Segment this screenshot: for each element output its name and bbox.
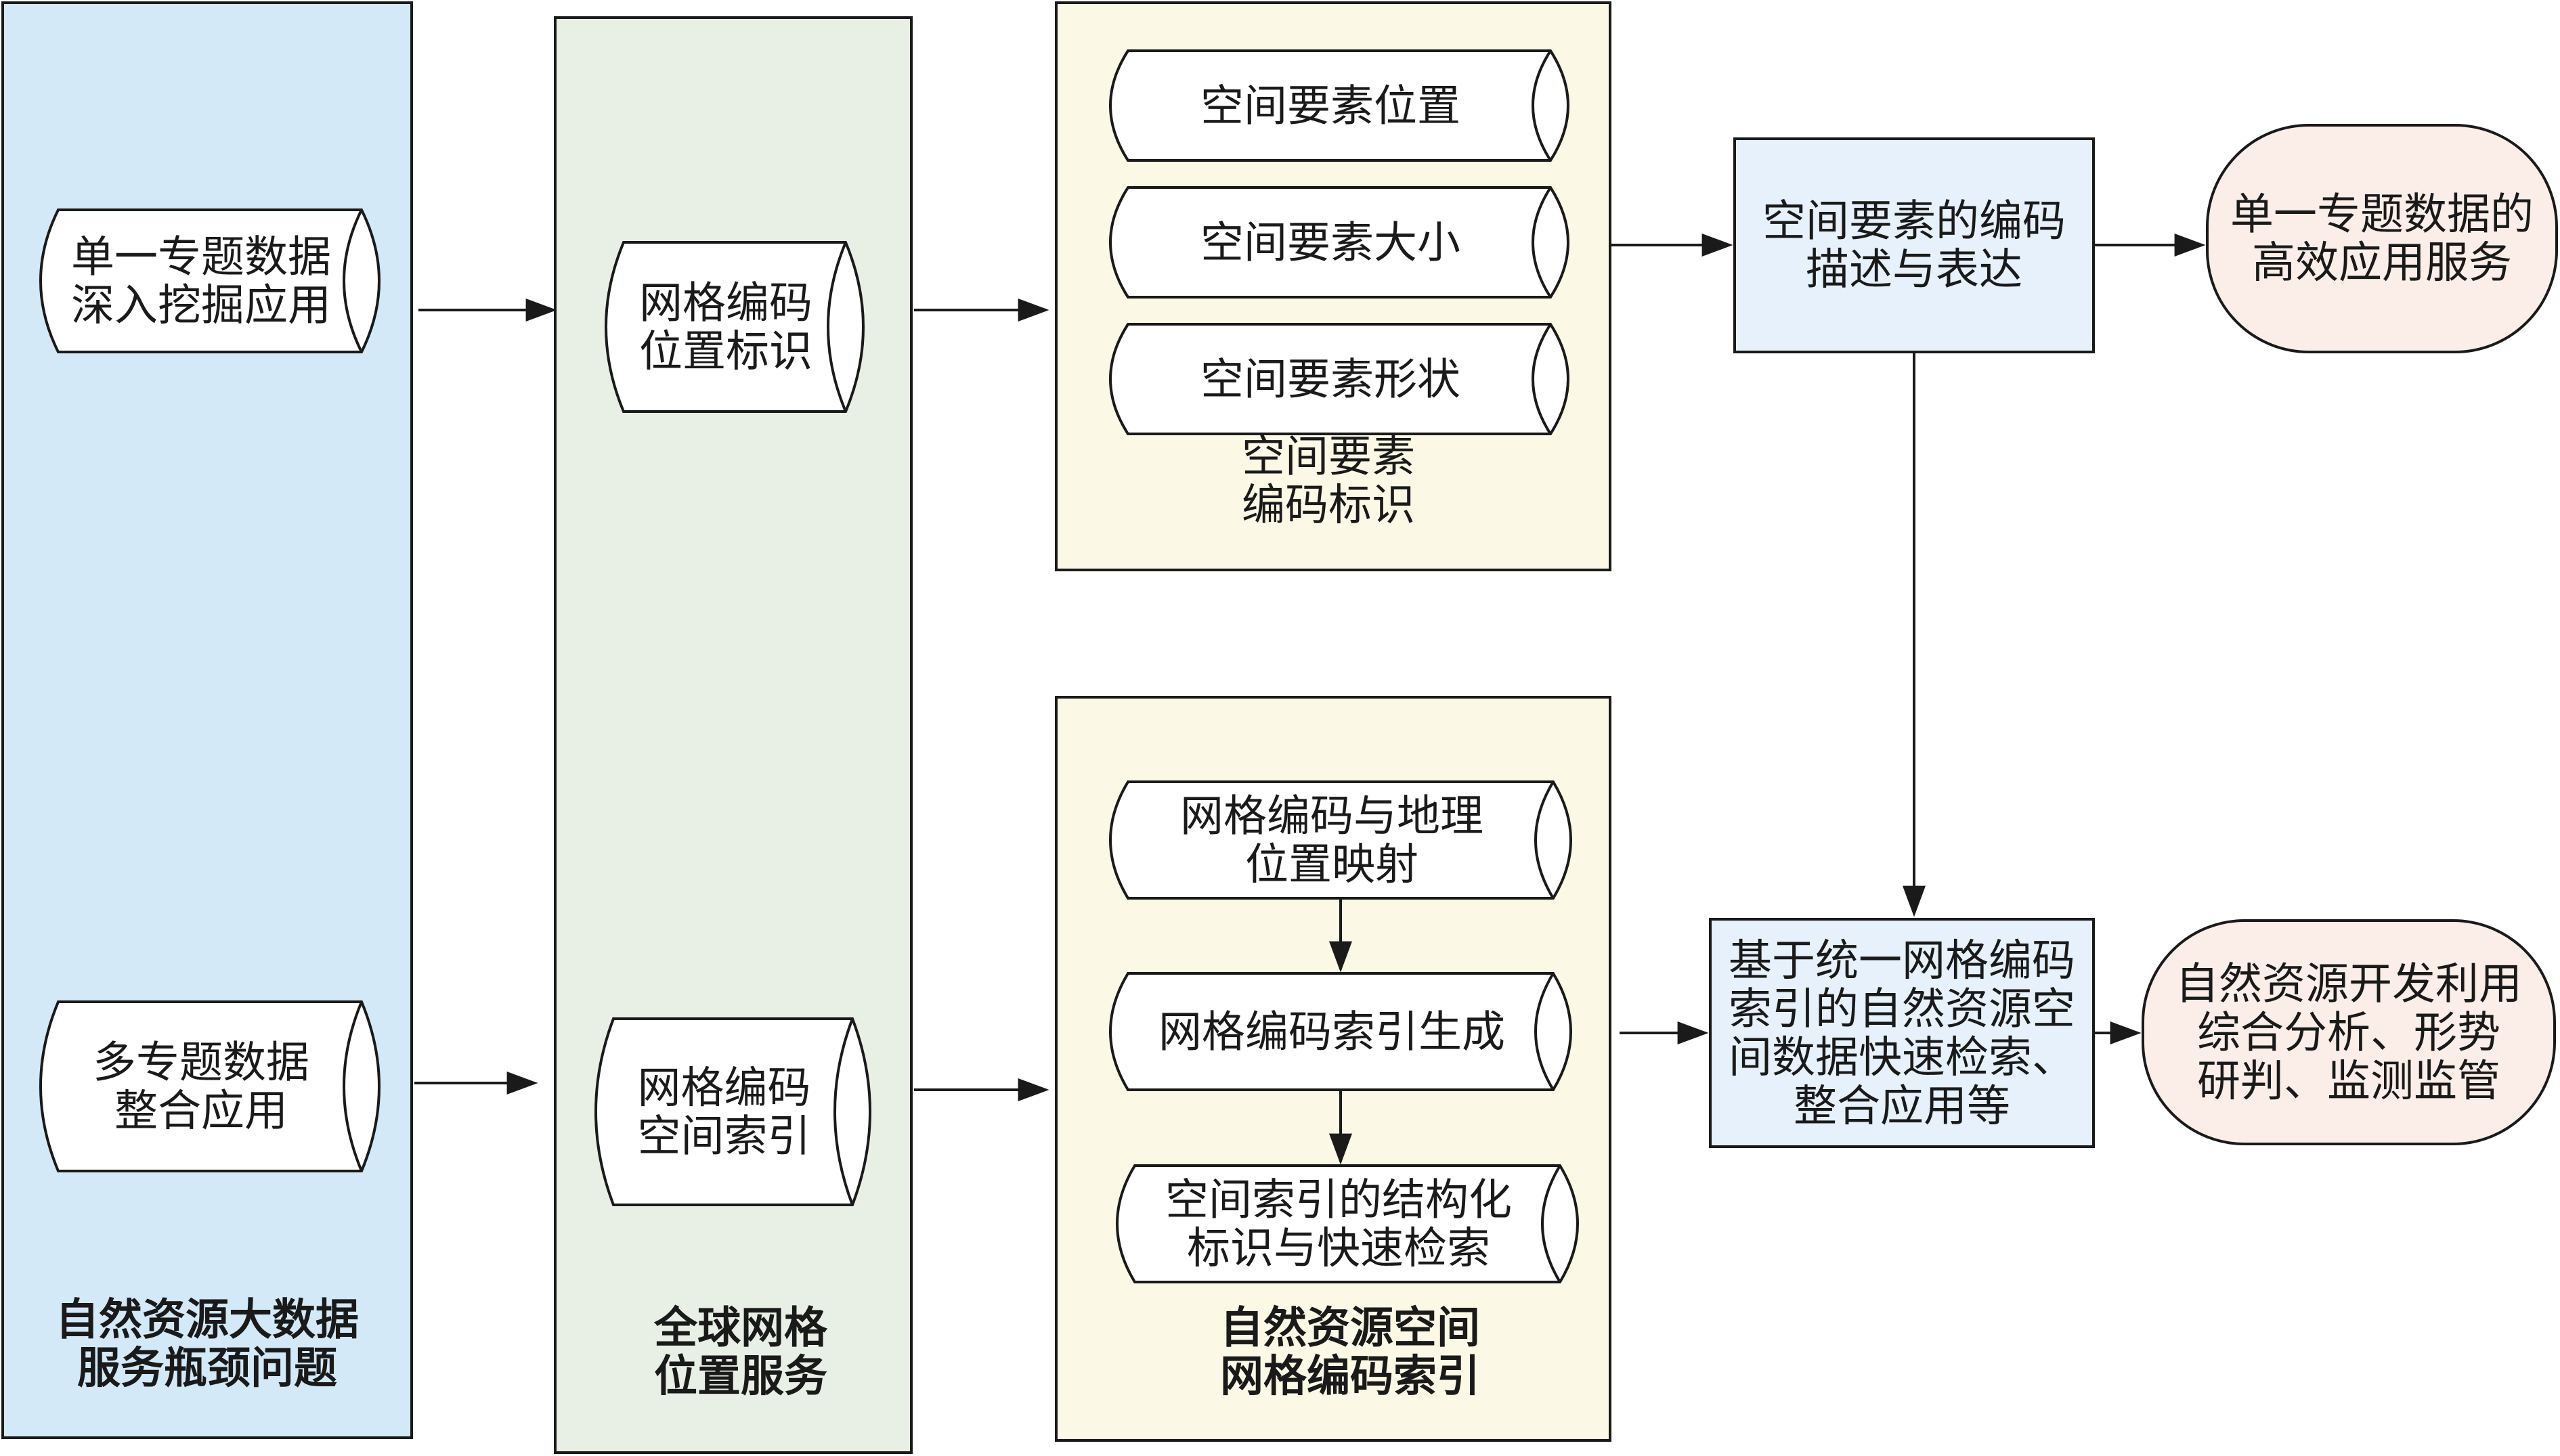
- text-line: 单一专题数据的: [2230, 190, 2534, 240]
- scroll-edge: [1532, 186, 1552, 299]
- panel-global-grid: [554, 16, 913, 1454]
- svg-text:空间要素形状: 空间要素形状: [1200, 355, 1460, 405]
- text-line: 网格编码: [638, 1063, 811, 1113]
- scroll-edge: [1534, 972, 1555, 1091]
- text-line: 自然资源开发利用: [2175, 960, 2522, 1010]
- svg-text:空间索引的结构化标识与快速检索: 空间索引的结构化标识与快速检索: [1165, 1176, 1512, 1275]
- scroll-edge: [1534, 780, 1555, 900]
- text-line: 间数据快速检索、: [1729, 1033, 2075, 1083]
- node-feature-size: 空间要素大小: [1109, 186, 1569, 299]
- text-line: 网格编码索引生成: [1158, 1007, 1505, 1057]
- node-unified-index-retrieval: 基于统一网格编码索引的自然资源空间数据快速检索、整合应用等: [1729, 936, 2075, 1132]
- node-encoding-description: 空间要素的编码描述与表达: [1762, 197, 2066, 296]
- text-line: 基于统一网格编码: [1729, 936, 2075, 986]
- panel-label-bottleneck: 自然资源大数据服务瓶颈问题: [56, 1296, 359, 1394]
- text-line: 空间要素形状: [1200, 355, 1460, 405]
- svg-text:网格编码位置标识: 网格编码位置标识: [639, 279, 812, 378]
- text-line: 空间要素的编码: [1762, 197, 2066, 247]
- node-single-topic-service: 单一专题数据的高效应用服务: [2230, 190, 2534, 289]
- text-line: 空间索引的结构化: [1165, 1176, 1512, 1226]
- panel-label-global-grid: 全球网格位置服务: [653, 1304, 828, 1403]
- svg-text:多专题数据整合应用: 多专题数据整合应用: [93, 1038, 309, 1137]
- text-line: 位置服务: [654, 1352, 827, 1402]
- scroll-edge: [343, 1001, 363, 1172]
- text-line: 全球网格: [653, 1304, 828, 1354]
- text-line: 空间索引: [638, 1112, 811, 1162]
- svg-text:网格编码索引生成: 网格编码索引生成: [1158, 1007, 1505, 1057]
- panel-label-feature-encoding: 空间要素编码标识: [1242, 433, 1415, 531]
- text-line: 空间要素大小: [1200, 218, 1460, 268]
- text-line: 网格编码索引: [1220, 1352, 1480, 1402]
- text-line: 服务瓶颈问题: [77, 1344, 337, 1394]
- node-single-topic-service-box: [2206, 124, 2558, 353]
- scroll-edge: [827, 242, 847, 412]
- node-resource-analysis-box: [2142, 919, 2556, 1145]
- text-line: 网格编码: [639, 279, 812, 329]
- text-line: 单一专题数据: [71, 233, 331, 283]
- text-line: 研判、监测监管: [2197, 1057, 2500, 1107]
- node-unified-index-retrieval-box: [1709, 918, 2095, 1148]
- scroll-edge: [1541, 1164, 1561, 1283]
- node-grid-spatial-index: 网格编码空间索引: [594, 1017, 871, 1206]
- node-multi-topic-integration: 多专题数据整合应用: [39, 1000, 381, 1172]
- node-grid-location-id: 网格编码位置标识: [605, 241, 865, 413]
- text-line: 网格编码与地理: [1180, 792, 1483, 842]
- scroll-edge: [1532, 49, 1552, 162]
- text-line: 位置标识: [639, 327, 812, 377]
- text-line: 自然资源大数据: [56, 1296, 359, 1346]
- text-line: 深入挖掘应用: [71, 281, 331, 331]
- svg-text:单一专题数据深入挖掘应用: 单一专题数据深入挖掘应用: [71, 233, 331, 332]
- text-line: 综合分析、形势: [2197, 1008, 2500, 1058]
- node-feature-shape: 空间要素形状: [1109, 323, 1569, 435]
- svg-text:空间要素位置: 空间要素位置: [1200, 81, 1460, 131]
- text-line: 空间要素位置: [1200, 81, 1460, 131]
- text-line: 高效应用服务: [2252, 238, 2512, 288]
- text-line: 标识与快速检索: [1187, 1224, 1490, 1274]
- text-line: 空间要素: [1242, 433, 1415, 483]
- text-line: 索引的自然资源空: [1729, 985, 2075, 1035]
- svg-text:网格编码与地理位置映射: 网格编码与地理位置映射: [1180, 792, 1483, 891]
- node-single-topic-mining: 单一专题数据深入挖掘应用: [39, 208, 381, 353]
- text-line: 位置映射: [1245, 840, 1418, 890]
- node-feature-position: 空间要素位置: [1109, 49, 1569, 162]
- text-line: 编码标识: [1242, 481, 1415, 531]
- node-resource-analysis: 自然资源开发利用综合分析、形势研判、监测监管: [2175, 960, 2522, 1107]
- svg-text:空间要素大小: 空间要素大小: [1200, 218, 1460, 268]
- text-line: 自然资源空间: [1220, 1304, 1480, 1354]
- svg-text:网格编码空间索引: 网格编码空间索引: [638, 1063, 811, 1162]
- node-index-generation: 网格编码索引生成: [1109, 972, 1572, 1091]
- node-index-structured: 空间索引的结构化标识与快速检索: [1116, 1164, 1579, 1283]
- scroll-edge: [343, 209, 363, 353]
- scroll-edge: [833, 1018, 854, 1206]
- text-line: 整合应用: [114, 1086, 288, 1137]
- panel-label-grid-index: 自然资源空间网格编码索引: [1220, 1304, 1480, 1403]
- node-grid-geo-mapping: 网格编码与地理位置映射: [1109, 780, 1572, 900]
- text-line: 描述与表达: [1806, 245, 2022, 295]
- scroll-edge: [1532, 323, 1552, 435]
- node-encoding-description-box: [1733, 137, 2095, 353]
- text-line: 整合应用等: [1794, 1082, 2010, 1132]
- text-line: 多专题数据: [93, 1038, 309, 1088]
